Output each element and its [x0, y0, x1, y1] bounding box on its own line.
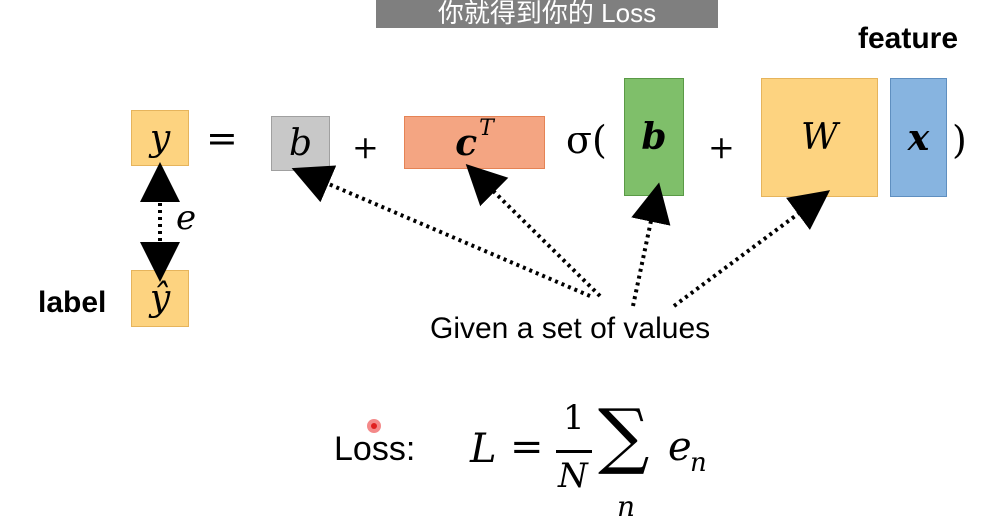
- close-paren: ): [952, 118, 967, 162]
- arrow-to-b-bias: [291, 165, 591, 298]
- equals-sign: =: [206, 116, 238, 160]
- b-vector-symbol: b: [641, 116, 667, 158]
- given-values-text: Given a set of values: [430, 312, 711, 345]
- w-matrix-box: W: [761, 78, 878, 197]
- arrow-to-c-transpose: [465, 163, 602, 298]
- sum-index: n: [617, 490, 636, 523]
- b-symbol: b: [288, 123, 313, 164]
- loss-label: Loss:: [334, 430, 416, 468]
- loss-denominator: N: [558, 456, 588, 496]
- error-symbol: e: [176, 198, 197, 238]
- c-superscript: T: [479, 116, 494, 141]
- c-symbol: c: [455, 121, 478, 164]
- loss-equals: =: [510, 424, 544, 470]
- x-symbol: x: [907, 116, 930, 159]
- y-box: y: [131, 110, 189, 166]
- y-hat-symbol: ŷ: [149, 278, 171, 319]
- feature-label: feature: [858, 22, 959, 55]
- x-feature-box: x: [890, 78, 947, 197]
- loss-numerator: 1: [563, 398, 585, 438]
- label-text: label: [38, 286, 107, 319]
- fraction-bar: [556, 450, 592, 453]
- y-symbol: y: [149, 117, 171, 159]
- sigma-open-paren: σ(: [566, 118, 607, 162]
- b-bias-box: b: [271, 116, 330, 171]
- y-hat-box: ŷ: [131, 270, 189, 327]
- loss-e-subscript: n: [690, 448, 707, 478]
- plus-sign-1: +: [352, 128, 379, 166]
- c-transpose-box: c T: [404, 116, 545, 169]
- b-vector-box: b: [624, 78, 684, 196]
- loss-L: L: [470, 426, 497, 472]
- subtitle-banner: 你就得到你的 Loss: [376, 0, 718, 28]
- loss-e: e: [668, 424, 692, 470]
- plus-sign-2: +: [708, 128, 735, 166]
- arrow-to-b-vector: [631, 182, 671, 307]
- mouse-cursor-indicator: [367, 419, 381, 433]
- arrow-to-w-matrix: [672, 190, 831, 308]
- summation-sign: ∑: [598, 393, 650, 477]
- w-symbol: W: [800, 117, 838, 158]
